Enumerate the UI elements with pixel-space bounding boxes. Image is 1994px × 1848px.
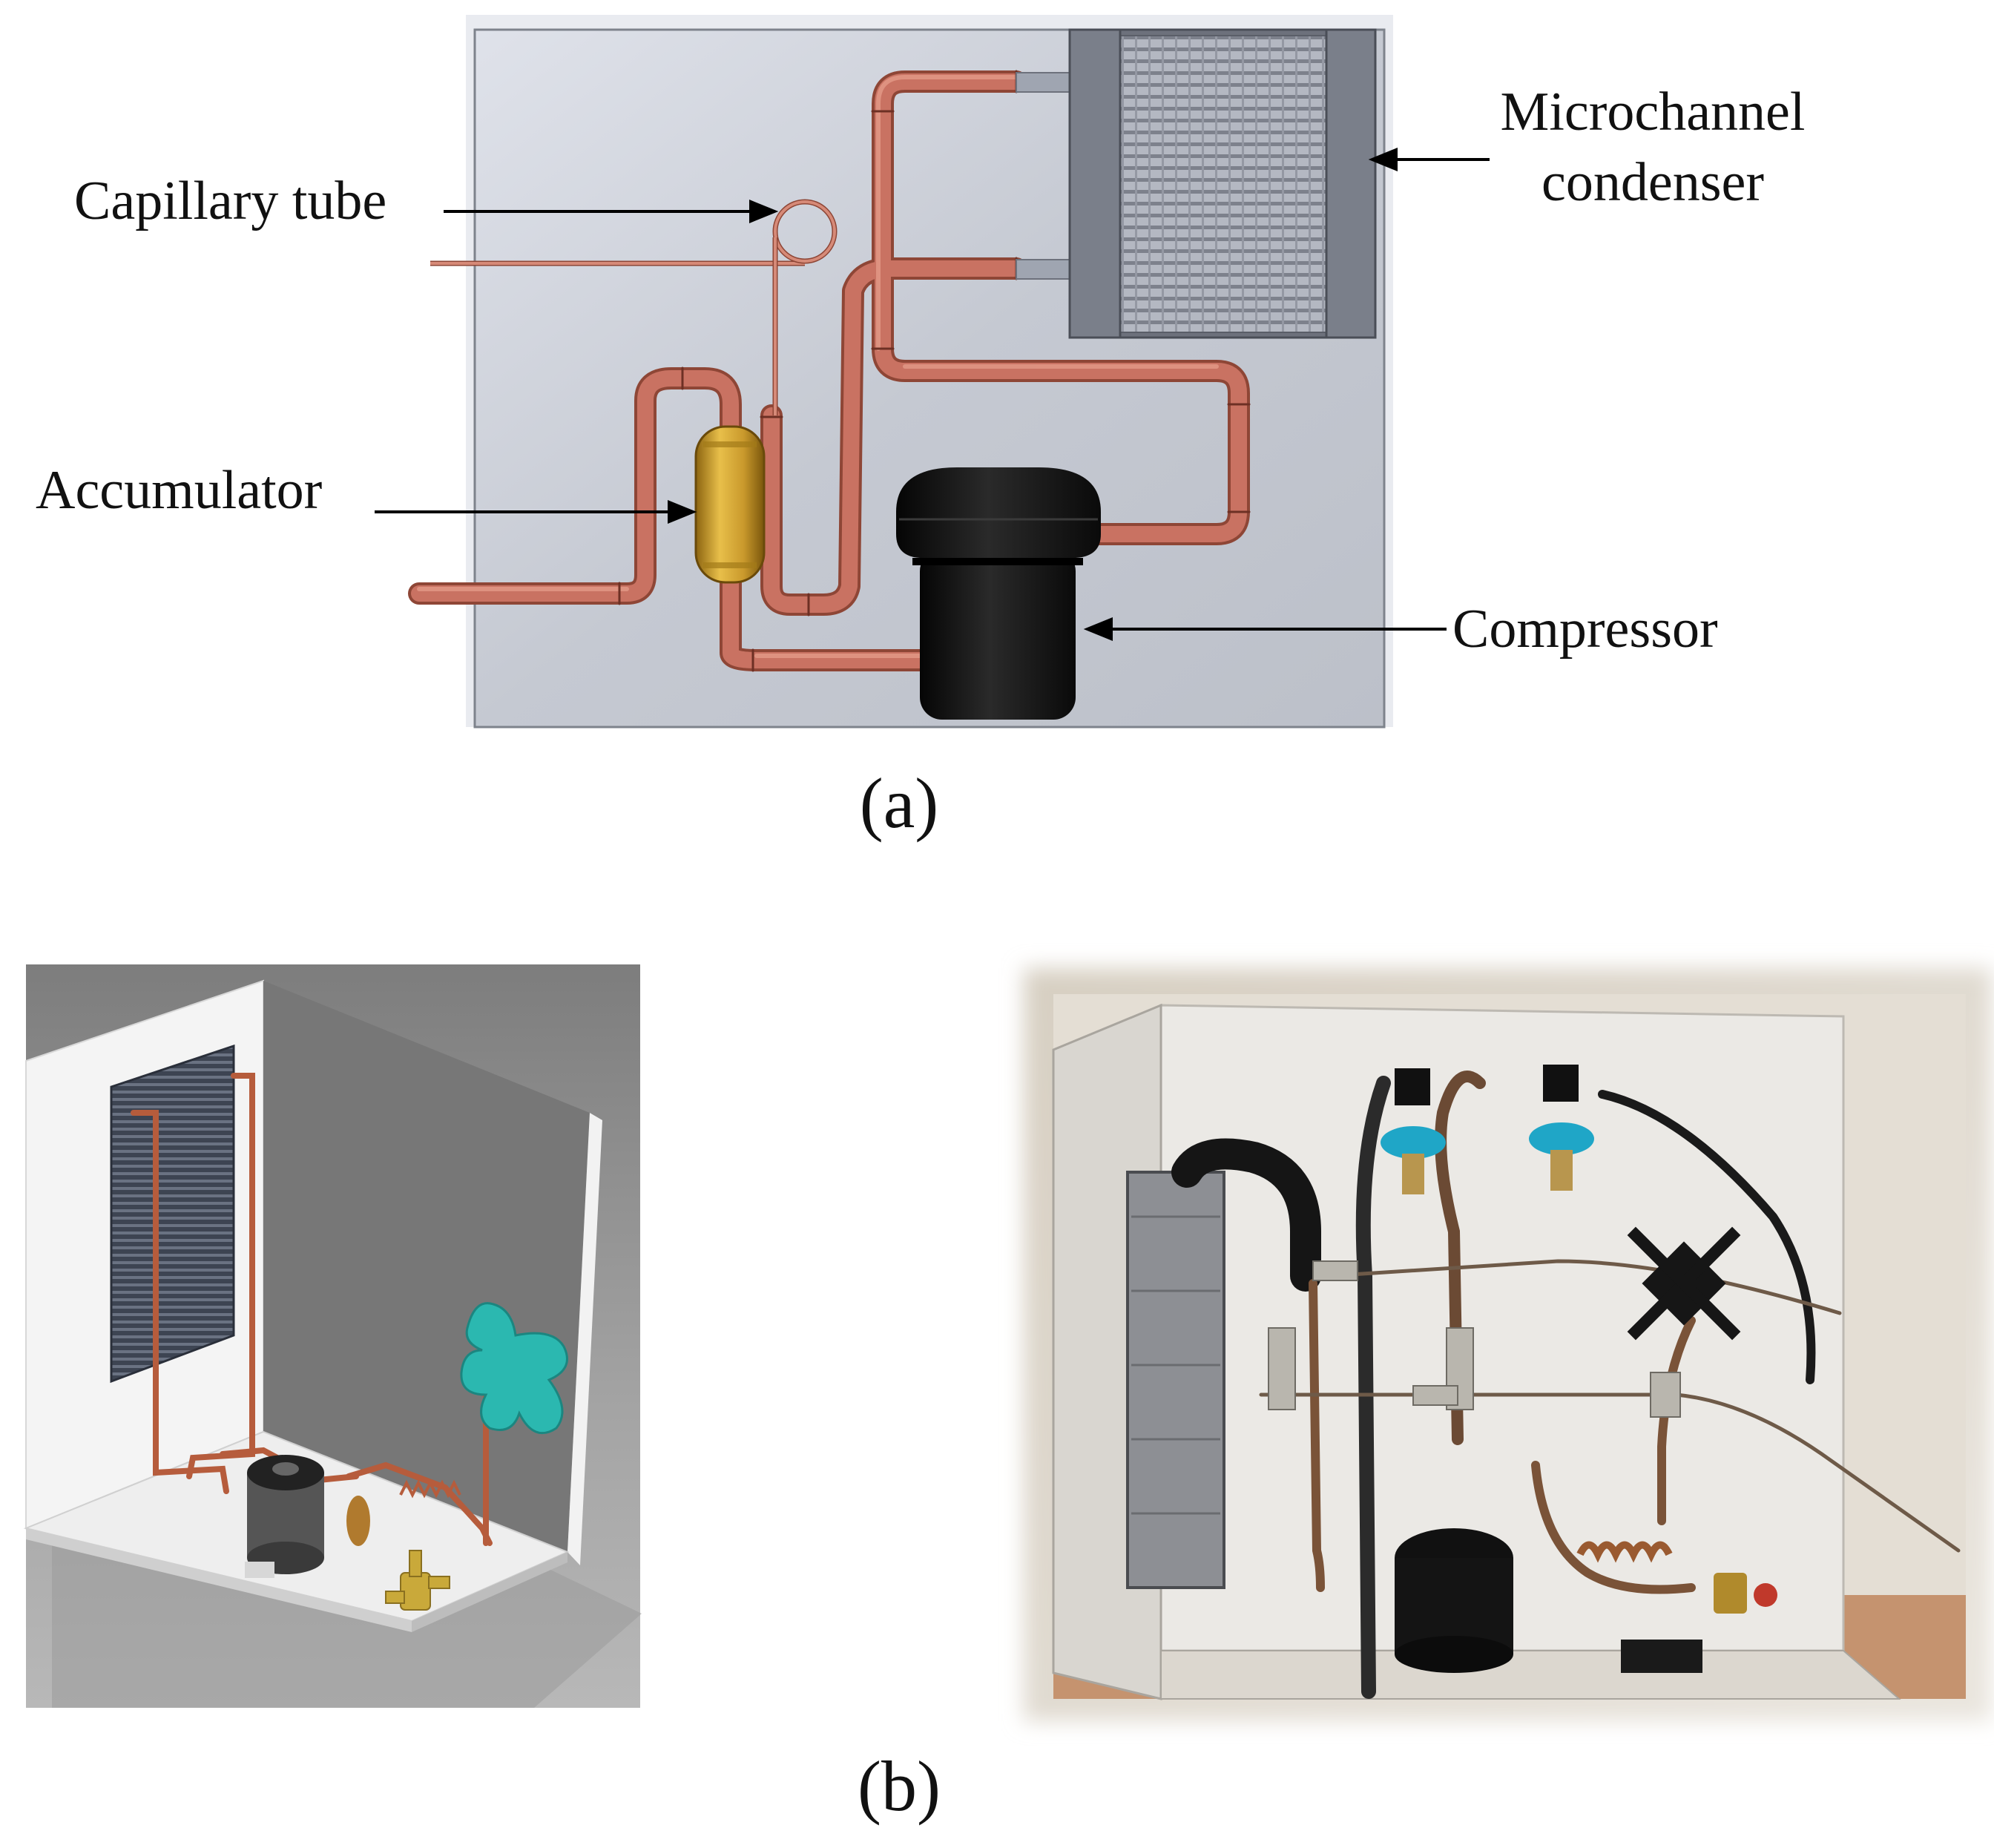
render-condenser <box>110 1044 235 1384</box>
render-capillary-coil <box>399 1479 461 1499</box>
panel-b-render <box>23 964 642 1708</box>
compressor-label: Compressor <box>1452 599 1718 660</box>
photo-pressure-sensor-left <box>1381 1068 1446 1194</box>
render-accumulator <box>346 1496 370 1546</box>
capillary-tube-label: Capillary tube <box>74 171 386 231</box>
accumulator-label: Accumulator <box>36 460 322 521</box>
condenser-outlet-fitting <box>1016 259 1070 280</box>
condenser-label-line1: Microchannel <box>1501 82 1806 142</box>
panel-b-photo <box>1024 968 1992 1721</box>
photo-brass-valve <box>1714 1573 1777 1614</box>
condenser-inlet-fitting <box>1016 72 1070 93</box>
accumulator <box>694 425 766 584</box>
photo-pressure-sensor-right <box>1529 1065 1594 1191</box>
compressor <box>896 467 1101 720</box>
photo-base <box>1160 1650 1901 1700</box>
leader-arrows <box>375 148 1490 641</box>
photo-black-box <box>1621 1640 1702 1673</box>
photo-fittings <box>1268 1260 1681 1418</box>
photo-black-hose <box>1171 1138 1321 1292</box>
condenser-label-line2: condenser <box>1541 152 1764 213</box>
render-pipes <box>131 1073 493 1546</box>
render-brass-valve <box>385 1550 450 1611</box>
capillary-tube <box>430 199 838 415</box>
panel-a: Capillary tube Microchannel condenser Ac… <box>36 15 1805 843</box>
photo-expansion-valve <box>1627 1226 1741 1341</box>
refrigerant-pipes <box>408 70 1251 672</box>
panel-a-caption: (a) <box>860 763 939 843</box>
photo-compressor <box>1395 1528 1513 1673</box>
photo-condenser <box>1126 1171 1225 1589</box>
microchannel-condenser <box>1068 28 1377 339</box>
panel-b-caption: (b) <box>858 1746 941 1826</box>
photo-capillary-coil <box>1576 1541 1673 1563</box>
render-right-wall <box>567 1113 602 1565</box>
render-expansion-valve <box>460 1302 568 1435</box>
render-compressor <box>245 1455 324 1578</box>
